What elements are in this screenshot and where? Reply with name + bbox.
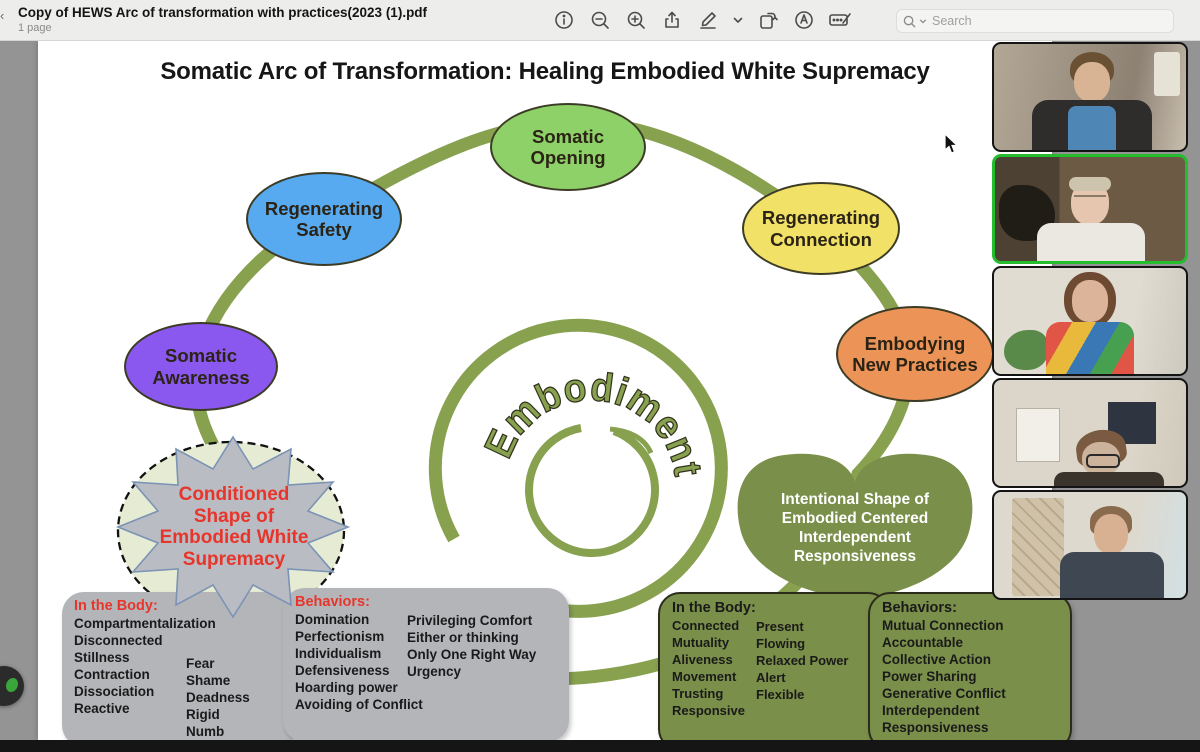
- markup-pen-icon[interactable]: [696, 8, 720, 32]
- participant-glasses: [1074, 195, 1106, 205]
- markup-chevron-down-icon[interactable]: [732, 8, 744, 32]
- app-leaf-icon: [6, 678, 18, 692]
- node-regenerating-safety: Regenerating Safety: [246, 172, 402, 266]
- participant-face: [1074, 62, 1110, 102]
- sign-icon[interactable]: [792, 8, 816, 32]
- node-label: Regenerating Connection: [761, 207, 881, 250]
- window-control-fragment: ‹: [0, 8, 5, 23]
- node-regenerating-connection: Regenerating Connection: [742, 182, 900, 275]
- window-light: [1154, 52, 1180, 96]
- participant-video-4[interactable]: [992, 378, 1188, 488]
- share-icon[interactable]: [660, 8, 684, 32]
- video-participants-panel: [992, 42, 1188, 602]
- participant-floral-top: [1046, 322, 1134, 374]
- search-icon: [903, 15, 916, 28]
- bottom-black-bar: [0, 740, 1200, 752]
- wall-pictures: [1016, 408, 1060, 462]
- zoom-out-icon[interactable]: [588, 8, 612, 32]
- participant-face: [1094, 514, 1128, 554]
- zoom-in-icon[interactable]: [624, 8, 648, 32]
- search-scope-chevron-icon: [919, 19, 927, 24]
- participant-face: [1082, 442, 1120, 476]
- participant-video-5[interactable]: [992, 490, 1188, 600]
- box-header: In the Body:: [672, 600, 756, 616]
- search-input[interactable]: [930, 13, 1114, 29]
- node-label: Somatic Opening: [530, 125, 606, 168]
- node-somatic-awareness: Somatic Awareness: [124, 322, 278, 411]
- wall-tapestry: [1012, 498, 1064, 596]
- participant-video-2-active-speaker[interactable]: [992, 154, 1188, 264]
- participant-glasses: [1086, 454, 1120, 468]
- form-fill-icon[interactable]: [828, 8, 852, 32]
- participant-shirt: [1037, 223, 1145, 261]
- conditioned-shape-label: Conditioned Shape of Embodied White Supr…: [159, 484, 309, 570]
- document-filename: Copy of HEWS Arc of transformation with …: [18, 5, 428, 20]
- page-count-label: 1 page: [18, 22, 52, 34]
- floating-app-button[interactable]: [0, 666, 24, 706]
- rotate-icon[interactable]: [756, 8, 780, 32]
- participant-video-1[interactable]: [992, 42, 1188, 152]
- diagram-title: Somatic Arc of Transformation: Healing E…: [160, 58, 930, 85]
- participant-headband: [1069, 177, 1111, 191]
- box-header: In the Body:: [74, 598, 158, 614]
- search-field[interactable]: [896, 9, 1174, 33]
- participant-shirt: [1060, 552, 1164, 598]
- participant-video-3[interactable]: [992, 266, 1188, 376]
- node-embodying-new-practices: Embodying New Practices: [836, 306, 994, 402]
- node-label: Embodying New Practices: [852, 332, 978, 375]
- node-label: Regenerating Safety: [264, 197, 384, 240]
- preview-toolbar: ‹ Copy of HEWS Arc of transformation wit…: [0, 0, 1200, 41]
- participant-shirt: [1068, 106, 1116, 150]
- node-somatic-opening: Somatic Opening: [490, 103, 646, 191]
- participant-face: [1072, 280, 1108, 322]
- participant-shoulders: [1054, 472, 1164, 486]
- info-icon[interactable]: [552, 8, 576, 32]
- background-plant: [1004, 330, 1048, 370]
- box-header: Behaviors:: [295, 594, 370, 610]
- node-label: Somatic Awareness: [152, 345, 250, 388]
- intentional-shape-label: Intentional Shape of Embodied Centered I…: [780, 491, 930, 565]
